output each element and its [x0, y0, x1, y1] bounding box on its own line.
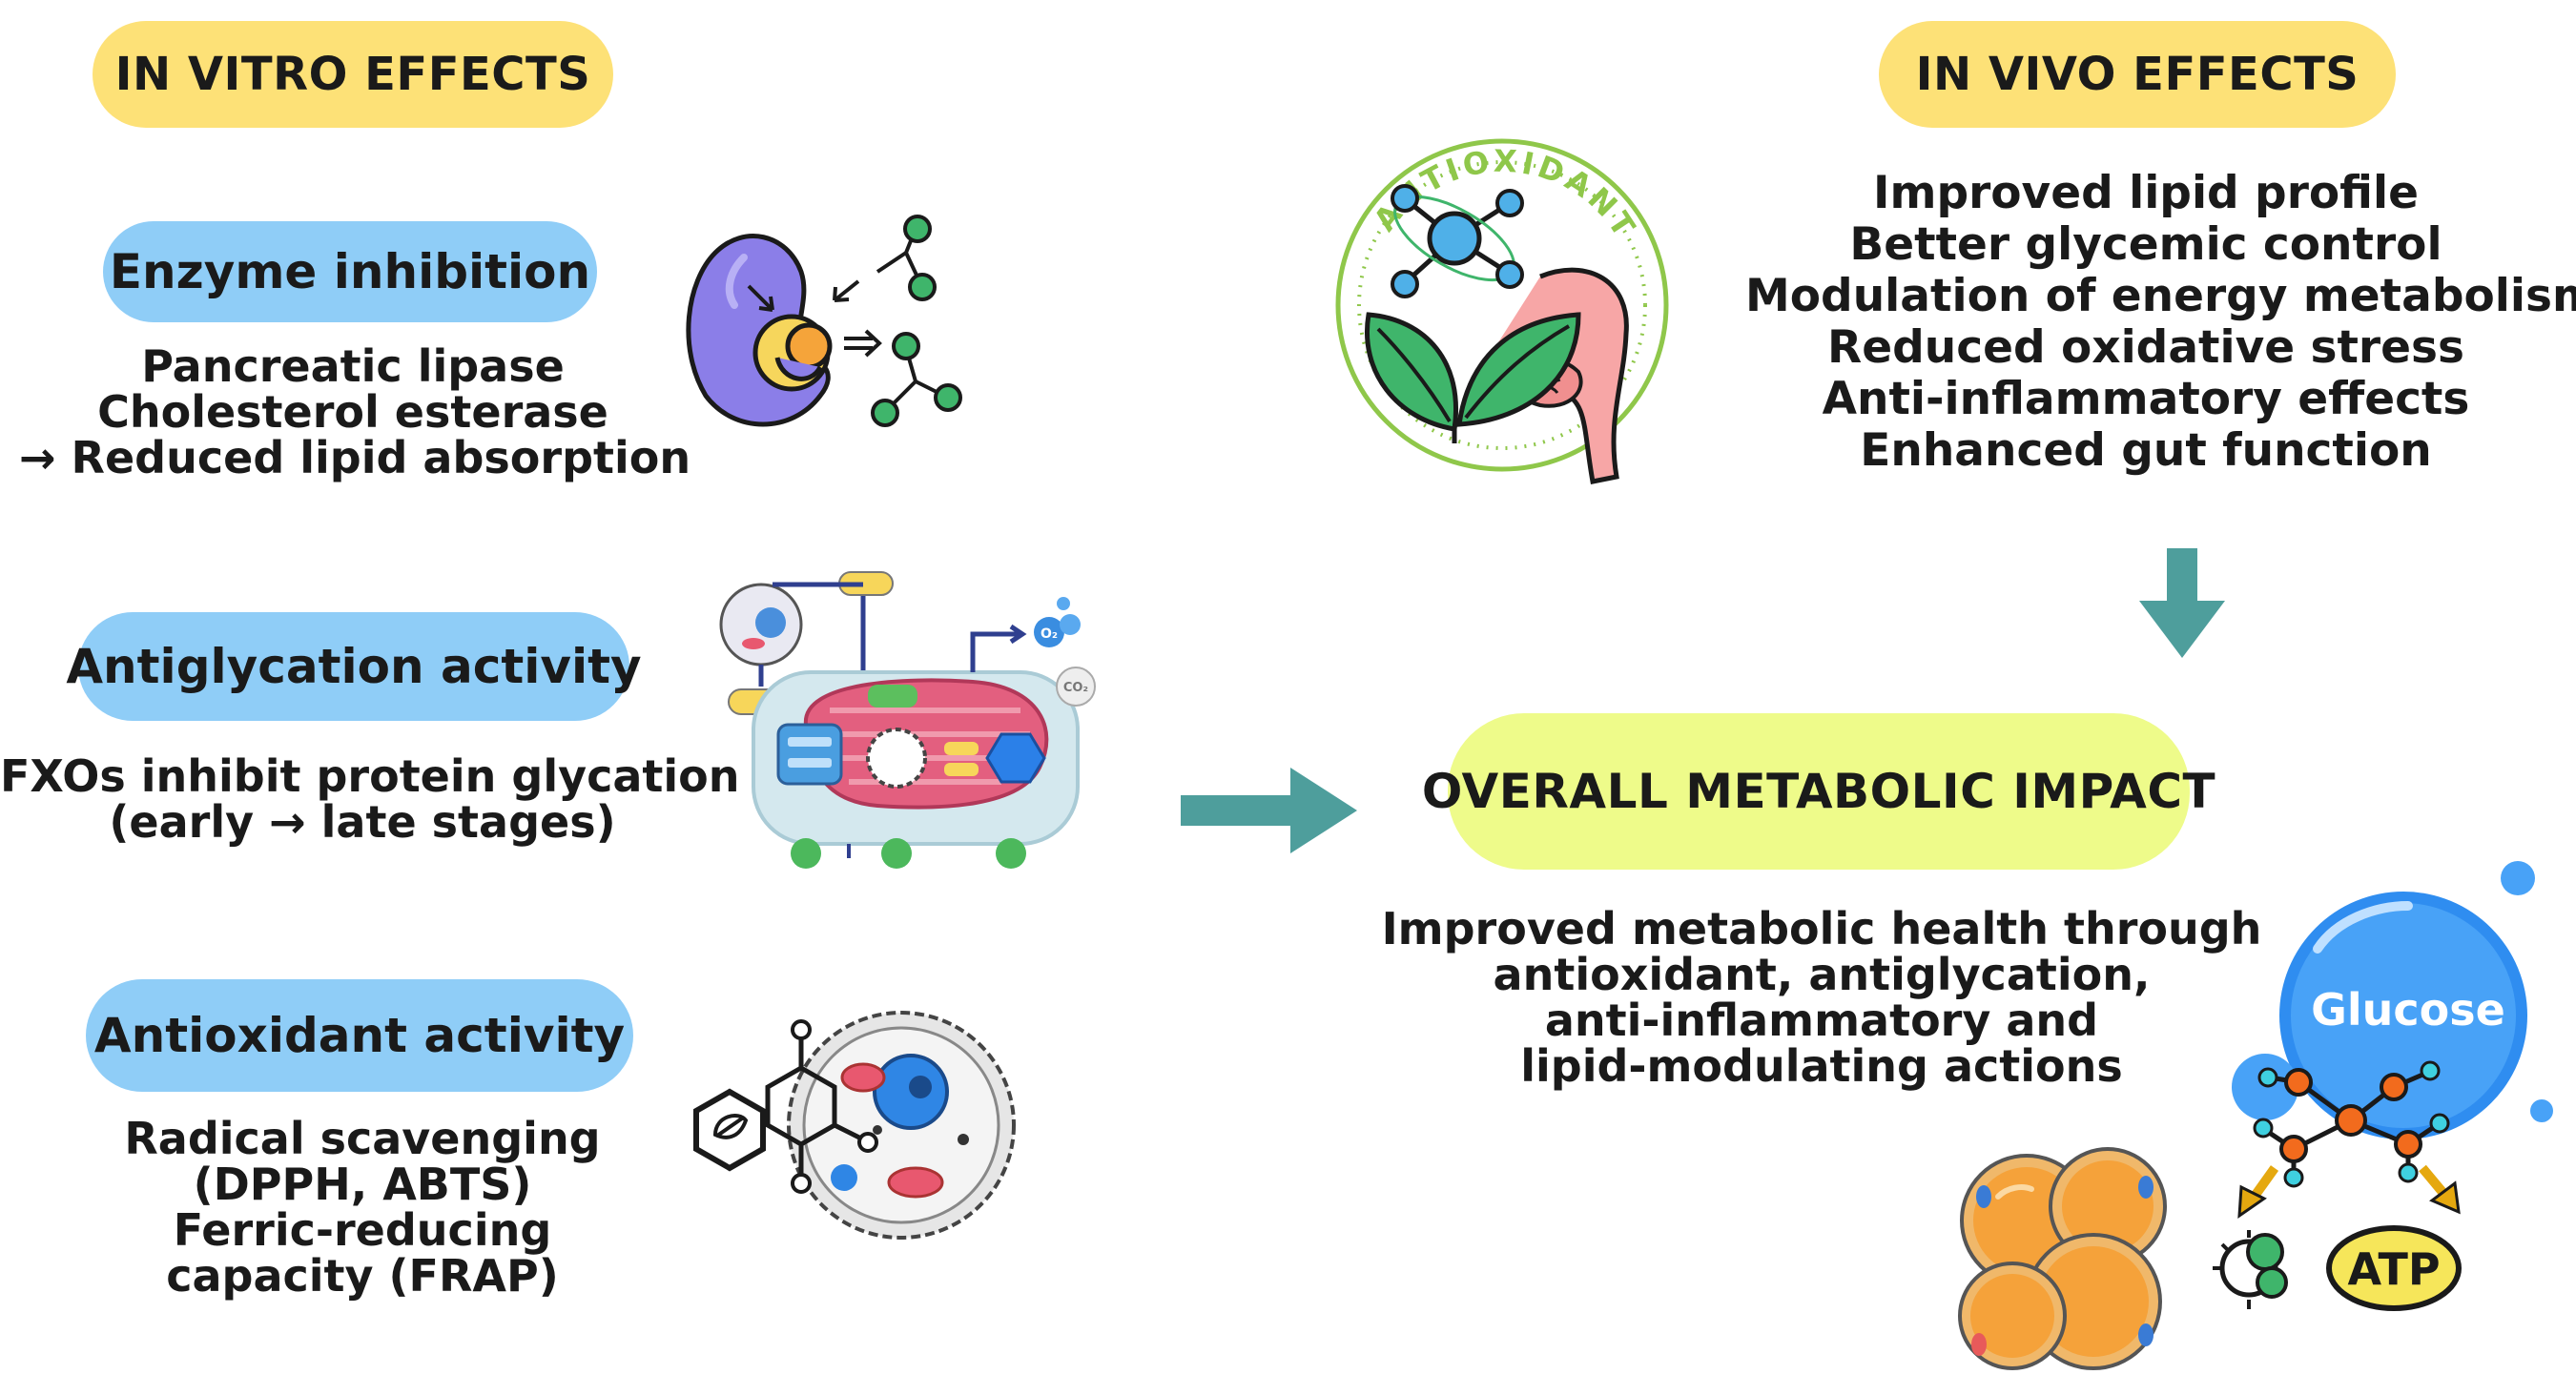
enzyme-inhibition-title: Enzyme inhibition — [109, 244, 591, 299]
down-arrow-icon — [2139, 548, 2225, 658]
antiglycation-text: FXOs inhibit protein glycation (early → … — [0, 750, 740, 848]
in-vivo-line: Reduced oxidative stress — [1827, 321, 2464, 374]
overall-impact-text: Improved metabolic health through antiox… — [1373, 906, 2270, 1089]
in-vivo-header-label: IN VIVO EFFECTS — [1915, 48, 2360, 101]
in-vivo-line: Anti-inflammatory effects — [1822, 373, 2470, 425]
antiglycation-line: FXOs inhibit protein glycation — [0, 750, 740, 802]
glucose-label: Glucose — [2311, 984, 2505, 1036]
fat-cells-icon — [1958, 1147, 2167, 1370]
in-vivo-effects-list: Improved lipid profile Better glycemic c… — [1745, 167, 2576, 477]
antioxidant-pill: Antioxidant activity — [86, 979, 633, 1092]
in-vivo-line: Modulation of energy metabolism — [1745, 270, 2576, 322]
antioxidant-line: Ferric-reducing — [173, 1204, 552, 1256]
antioxidant-line: (DPPH, ABTS) — [193, 1159, 532, 1210]
overall-impact-header-label: OVERALL METABOLIC IMPACT — [1421, 764, 2216, 819]
enzyme-line: Cholesterol esterase — [97, 386, 608, 438]
antiglycation-title: Antiglycation activity — [66, 639, 642, 694]
overall-impact-header: OVERALL METABOLIC IMPACT — [1422, 713, 2215, 870]
right-arrow-icon — [1181, 768, 1357, 853]
antioxidant-badge-icon: ANTIOXIDANT — [1335, 138, 1669, 484]
antioxidant-line: Radical scavenging — [124, 1113, 601, 1164]
glucose-energy-icon: Glucose ATP — [2213, 861, 2553, 1311]
atp-label: ATP — [2347, 1243, 2440, 1295]
in-vivo-line: Enhanced gut function — [1860, 424, 2432, 477]
enzyme-substrate-icon — [686, 215, 962, 427]
in-vivo-line: Improved lipid profile — [1872, 167, 2419, 219]
co2-label: CO₂ — [1063, 681, 1088, 695]
in-vitro-header: IN VITRO EFFECTS — [93, 21, 613, 128]
overall-line: antioxidant, antiglycation, — [1493, 949, 2151, 1000]
antioxidant-line: capacity (FRAP) — [166, 1250, 559, 1302]
overall-line: lipid-modulating actions — [1520, 1040, 2123, 1092]
antioxidant-title: Antioxidant activity — [93, 1008, 626, 1063]
antioxidant-text: Radical scavenging (DPPH, ABTS) Ferric-r… — [29, 1116, 696, 1299]
antiglycation-pill: Antiglycation activity — [66, 612, 642, 721]
in-vivo-header: IN VIVO EFFECTS — [1879, 21, 2396, 128]
in-vitro-header-label: IN VITRO EFFECTS — [114, 48, 591, 101]
overall-line: anti-inflammatory and — [1544, 995, 2099, 1046]
enzyme-line: Pancreatic lipase — [141, 340, 565, 392]
overall-line: Improved metabolic health through — [1381, 903, 2262, 954]
antiglycation-line: (early → late stages) — [109, 796, 616, 848]
cell-metabolism-icon: O₂ CO₂ — [719, 571, 1096, 869]
enzyme-inhibition-text: Pancreatic lipase Cholesterol esterase →… — [19, 340, 691, 483]
cell-radical-icon — [693, 1011, 1016, 1240]
enzyme-line: → Reduced lipid absorption — [19, 432, 691, 483]
o2-label: O₂ — [1041, 626, 1058, 642]
enzyme-inhibition-pill: Enzyme inhibition — [103, 221, 597, 322]
in-vivo-line: Better glycemic control — [1849, 218, 2442, 271]
